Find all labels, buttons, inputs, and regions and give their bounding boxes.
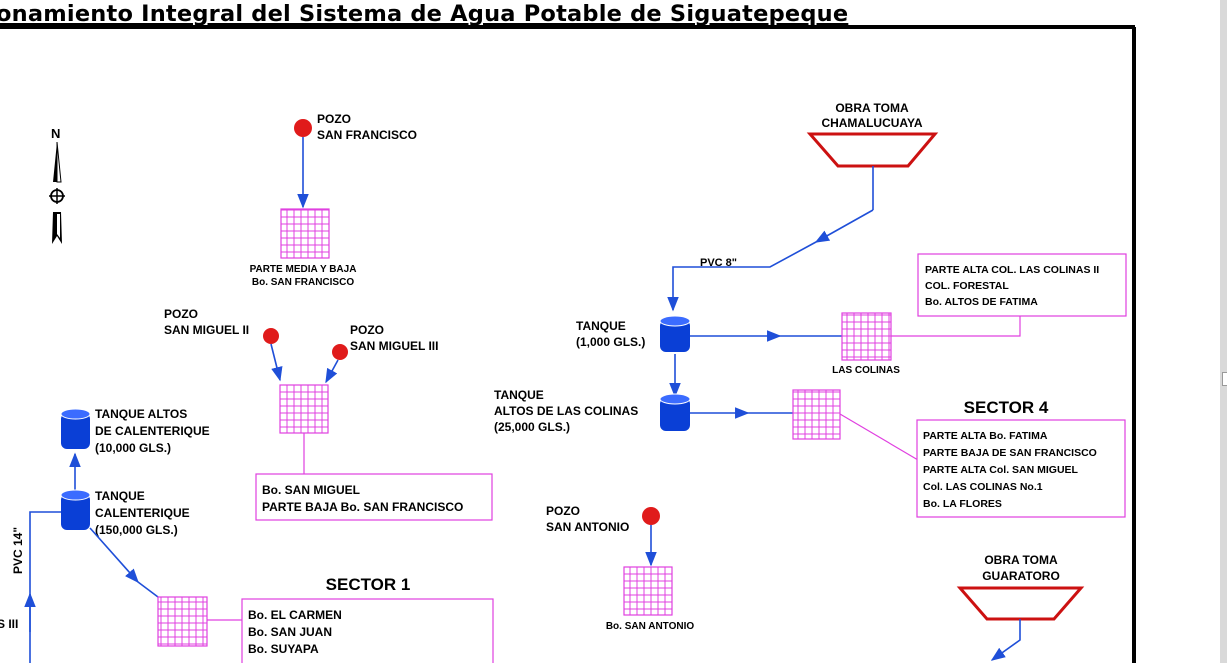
sector1-list-box [241,598,494,663]
tank-calenterique-label-2: CALENTERIQUE [95,506,190,520]
tank-altos-calenterique-label-2: DE CALENTERIQUE [95,424,210,438]
zone-san-antonio-label: Bo. SAN ANTONIO [606,621,695,632]
tank-colinas-label-1: TANQUE [576,319,626,333]
sector1-title: SECTOR 1 [326,575,411,594]
intake-guaratoro-label-1: OBRA TOMA [984,553,1058,567]
north-arrow-icon: N [49,126,65,244]
sector4-list-item: Bo. LA FLORES [923,498,1002,510]
well-san-francisco-label-1: POZO [317,112,351,126]
tank-colinas-label-2: (1,000 GLS.) [576,335,645,349]
tank-altos-colinas-label-2: ALTOS DE LAS COLINAS [494,404,638,418]
sector4-title: SECTOR 4 [964,398,1049,417]
sector4-list-item: PARTE BAJA DE SAN FRANCISCO [923,447,1097,459]
tank-calenterique-label-3: (150,000 GLS.) [95,523,178,537]
intake-guaratoro: OBRA TOMA GUARATORO [956,553,1085,621]
well-san-miguel-ii-icon [263,328,279,344]
zone-san-francisco-label-1: PARTE MEDIA Y BAJA [250,264,357,275]
zone-sector4-grid [792,389,841,440]
tank-altos-calenterique-icon [60,408,91,449]
san-miguel-list-item: Bo. SAN MIGUEL [262,483,360,497]
sector4-list-box [916,419,1126,518]
well-san-miguel-iii-icon [332,344,348,360]
zone-las-colinas-grid [841,312,892,361]
map-frame [0,25,1136,663]
pipe-pvc14-label: PVC 14" [11,527,25,574]
left-cut-label: S III [0,617,18,631]
well-san-miguel-iii-label-1: POZO [350,323,384,337]
well-san-francisco-label-2: SAN FRANCISCO [317,128,417,142]
sector4-list-item: Col. LAS COLINAS No.1 [923,481,1043,493]
well-san-antonio-icon [642,507,660,525]
well-san-miguel-ii-label-1: POZO [164,307,198,321]
san-miguel-list-item: PARTE BAJA Bo. SAN FRANCISCO [262,500,463,514]
pipe-chamalucuaya [667,166,874,312]
zone-san-francisco-grid [280,208,330,259]
tank-altos-colinas-icon [659,393,691,431]
well-san-antonio-label-2: SAN ANTONIO [546,520,629,534]
intake-chamalucuaya: OBRA TOMA CHAMALUCUAYA [806,101,939,168]
intake-chamalucuaya-label-1: OBRA TOMA [835,101,909,115]
zone-san-miguel-grid [279,384,329,434]
tank-altos-colinas-label-3: (25,000 GLS.) [494,420,570,434]
sector1-list-item: Bo. EL CARMEN [248,608,342,622]
resize-handle[interactable] [1222,372,1227,386]
north-label: N [51,126,60,141]
tank-altos-colinas-label-1: TANQUE [494,388,544,402]
well-san-antonio-label-1: POZO [546,504,580,518]
sector4-list-item: PARTE ALTA Bo. FATIMA [923,430,1048,442]
colinas-list-item: Bo. ALTOS DE FATIMA [925,296,1038,308]
san-miguel-list-box [255,473,493,521]
intake-chamalucuaya-label-2: CHAMALUCUAYA [821,116,922,130]
sector1-list-item: Bo. SUYAPA [248,642,319,656]
zone-sector1-grid [157,596,208,647]
zone-san-antonio-grid [623,566,673,616]
zone-las-colinas-label: LAS COLINAS [832,365,900,376]
sector1-list-item: Bo. SAN JUAN [248,625,332,639]
colinas-list-item: COL. FORESTAL [925,280,1009,292]
zone-san-francisco-label-2: Bo. SAN FRANCISCO [252,277,354,288]
well-san-miguel-ii-label-2: SAN MIGUEL II [164,323,249,337]
pipe-pvc8-label: PVC 8" [700,257,737,269]
well-san-miguel-iii-label-2: SAN MIGUEL III [350,339,438,353]
intake-guaratoro-label-2: GUARATORO [982,569,1060,583]
tank-altos-calenterique-label-3: (10,000 GLS.) [95,441,171,455]
colinas-list-item: PARTE ALTA COL. LAS COLINAS II [925,264,1099,276]
tank-colinas-1000-icon [659,315,691,352]
well-san-francisco-icon [294,119,312,137]
tank-altos-calenterique-label-1: TANQUE ALTOS [95,407,187,421]
colinas-list-box [917,253,1127,317]
sector4-list-item: PARTE ALTA Col. SAN MIGUEL [923,464,1079,476]
tank-calenterique-label-1: TANQUE [95,489,145,503]
window-edge [1220,0,1227,663]
tank-calenterique-icon [60,489,91,530]
diagram-title: onamiento Integral del Sistema de Agua P… [0,1,849,27]
